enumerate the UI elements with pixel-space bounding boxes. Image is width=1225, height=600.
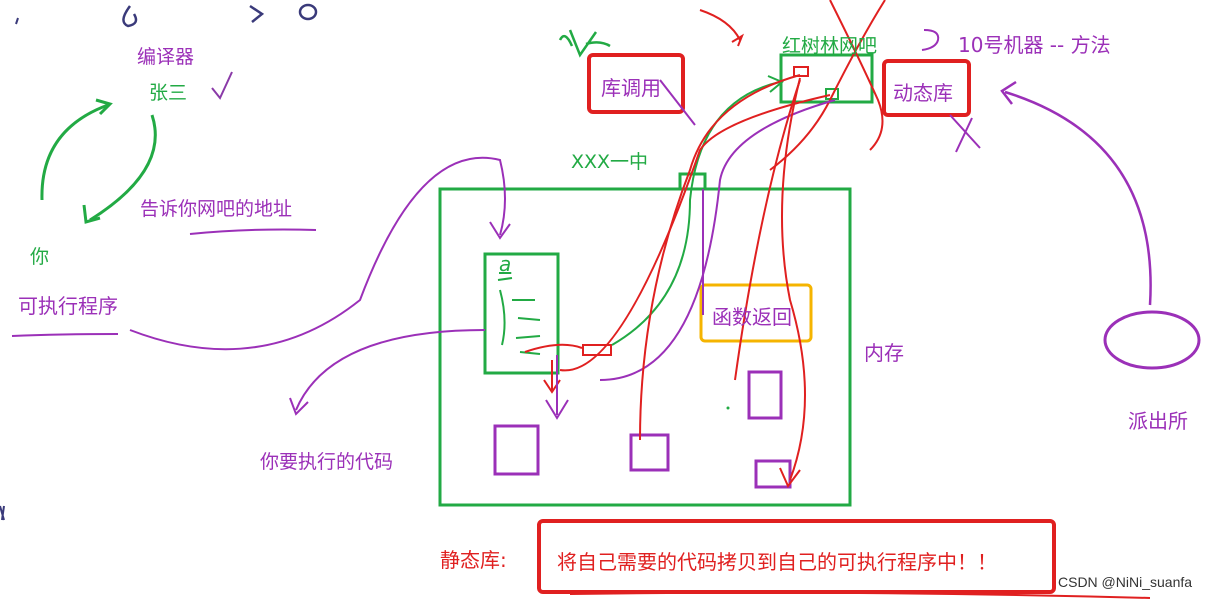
police-label: 派出所 [1128, 409, 1188, 433]
stray-mark [0, 505, 5, 521]
lib-call-box [587, 53, 685, 114]
red-cross [829, 0, 884, 151]
static-desc-label: 将自己需要的代码拷贝到自己的可执行程序中！！ [557, 550, 997, 574]
arrow-exec-to-code [129, 156, 506, 351]
check-mark-icon [211, 71, 233, 100]
underline [11, 333, 119, 337]
red-call-path [734, 79, 801, 381]
memory-cell [629, 433, 670, 472]
underline [189, 228, 317, 235]
memory-cell [493, 424, 540, 476]
your-code-label: 你要执行的代码 [260, 451, 394, 473]
red-call-path [781, 77, 806, 481]
code-lines [497, 277, 541, 355]
arrowhead [289, 397, 309, 416]
scribble-mark [249, 4, 265, 23]
arrow-to-compiler [40, 103, 109, 201]
arrowhead [489, 221, 511, 240]
you-label: 你 [30, 246, 50, 268]
police-ellipse [1103, 310, 1201, 370]
lib-call-label: 库调用 [601, 76, 661, 100]
memory-label: 内存 [864, 341, 904, 365]
tell-address-label: 告诉你网吧的地址 [140, 198, 293, 220]
scribble-mark [122, 5, 138, 28]
arrowhead [779, 467, 801, 488]
cafe-green-slot [825, 88, 839, 100]
scribble-mark [15, 17, 19, 25]
dynamic-lib-label: 动态库 [893, 81, 953, 105]
arrowhead [95, 98, 113, 116]
code-red-box [582, 344, 612, 356]
zhangsan-label: 张三 [149, 82, 188, 104]
green-call-path [611, 81, 781, 346]
purple-return-path [599, 99, 836, 381]
scribble-mark [298, 3, 318, 21]
red-underline [569, 591, 1151, 599]
bracket-mark [921, 29, 940, 51]
static-lib-label: 静态库: [440, 548, 507, 572]
cafe-label: 红树林网吧 [782, 35, 878, 57]
func-return-label: 函数返回 [712, 305, 792, 329]
arrowhead [82, 204, 101, 224]
police-arrow [1004, 90, 1152, 306]
dot [726, 406, 730, 410]
memory-cell [747, 370, 783, 420]
machine-method-label: 10号机器 -- 方法 [958, 33, 1111, 57]
scribble-mark [949, 114, 981, 153]
memory-cell [754, 459, 792, 489]
red-call-path [639, 74, 801, 441]
compiler-label: 编译器 [137, 46, 195, 68]
red-scribble [699, 9, 745, 47]
lib-call-link [659, 79, 696, 126]
dynamic-lib-box [882, 59, 971, 117]
executable-label: 可执行程序 [18, 294, 118, 318]
arrowhead [1000, 80, 1017, 105]
red-call-path [559, 94, 831, 372]
arrow-to-you [89, 114, 157, 222]
func-return-box [699, 283, 813, 343]
arrowhead [767, 75, 784, 93]
cafe-red-slot [793, 66, 809, 77]
code-purple-arrow [545, 355, 569, 420]
code-letter: a [499, 252, 512, 276]
red-cross [769, 0, 886, 171]
memory-box [438, 187, 852, 507]
code-block [483, 252, 560, 375]
xxx-middle-label: XXX一中 [571, 151, 649, 173]
scribble-mark [558, 29, 611, 58]
watermark: CSDN @NiNi_suanfa [1058, 574, 1193, 590]
arrow-to-your-code [295, 329, 486, 411]
